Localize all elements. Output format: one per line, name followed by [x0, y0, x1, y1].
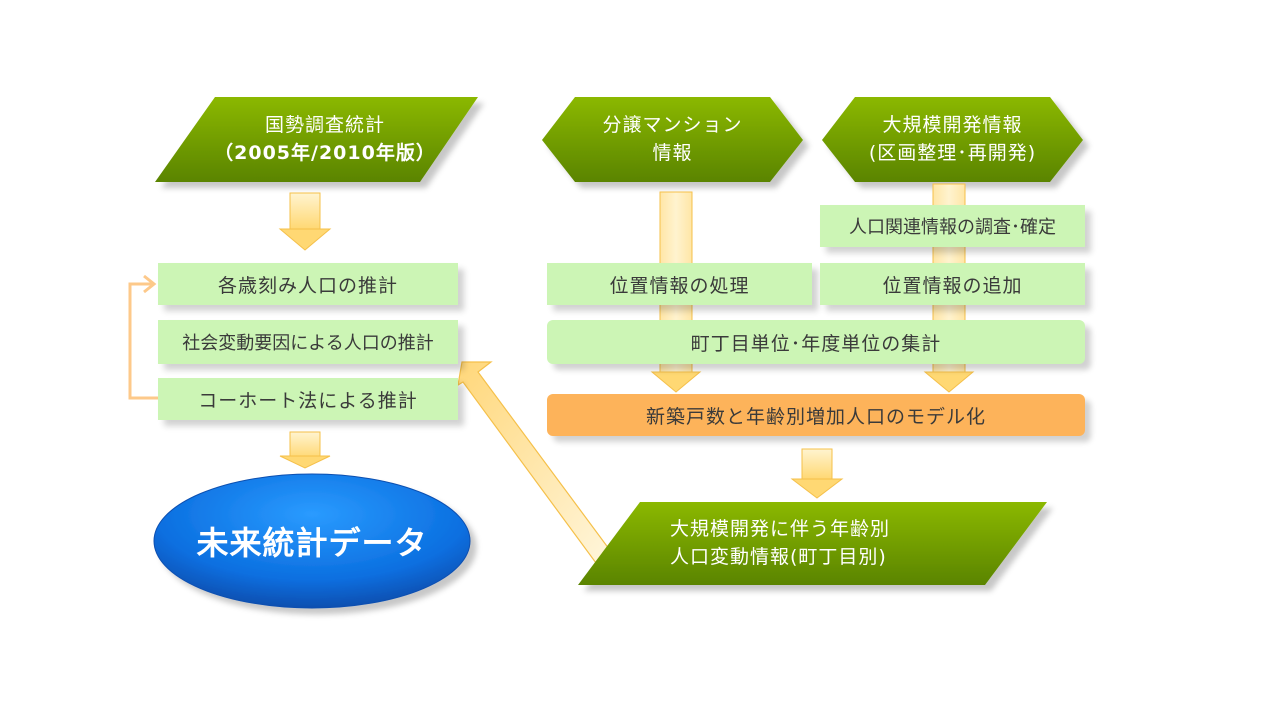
step-location-process-label: 位置情報の処理 [609, 274, 750, 297]
feedback-loop-arrow [128, 274, 158, 400]
output-label: 大規模開発に伴う年齢別 人口変動情報(町丁目別) [630, 510, 980, 576]
large-dev-hexagon [822, 97, 1083, 182]
step-model: 新築戸数と年齢別増加人口のモデル化 [547, 394, 1085, 436]
result-down-arrow [279, 431, 331, 469]
step-age-estimate: 各歳刻み人口の推計 [158, 263, 458, 305]
census-down-arrow [278, 192, 332, 251]
large-dev-line2: (区画整理･再開発) [868, 142, 1037, 164]
output-parallelogram [578, 502, 1047, 585]
condo-label: 分譲マンション 情報 [560, 106, 785, 172]
result-label: 未来統計データ [196, 524, 428, 562]
step-location-process: 位置情報の処理 [547, 263, 812, 305]
condo-line1: 分譲マンション [602, 114, 743, 136]
step-aggregate-label: 町丁目単位･年度単位の集計 [690, 332, 942, 355]
large-dev-line1: 大規模開発情報 [882, 114, 1023, 136]
step-model-label: 新築戸数と年齢別増加人口のモデル化 [645, 405, 986, 428]
step-aggregate: 町丁目単位･年度単位の集計 [547, 320, 1085, 364]
step-cohort-label: コーホート法による推計 [198, 389, 418, 412]
census-line1: 国勢調査統計 [264, 114, 385, 136]
diagonal-feedback-arrow [457, 361, 613, 564]
model-down-arrow [790, 448, 844, 499]
step-location-add: 位置情報の追加 [820, 263, 1085, 305]
census-label: 国勢調査統計 （2005年/2010年版） [200, 106, 450, 172]
output-line2: 人口変動情報(町丁目別) [670, 546, 887, 568]
condo-line2: 情報 [652, 142, 693, 164]
condo-hexagon [542, 97, 803, 182]
step-cohort: コーホート法による推計 [158, 378, 458, 420]
step-social-factor: 社会変動要因による人口の推計 [158, 320, 458, 364]
step-survey: 人口関連情報の調査･確定 [820, 205, 1085, 247]
census-parallelogram [155, 97, 478, 182]
result-ellipse [153, 473, 471, 609]
step-age-estimate-label: 各歳刻み人口の推計 [217, 274, 398, 297]
large-dev-label: 大規模開発情報 (区画整理･再開発) [840, 106, 1065, 172]
step-survey-label: 人口関連情報の調査･確定 [849, 217, 1056, 238]
step-location-add-label: 位置情報の追加 [882, 274, 1023, 297]
step-social-factor-label: 社会変動要因による人口の推計 [182, 333, 434, 354]
census-line2: （2005年/2010年版） [214, 142, 436, 164]
output-line1: 大規模開発に伴う年齢別 [670, 518, 891, 540]
